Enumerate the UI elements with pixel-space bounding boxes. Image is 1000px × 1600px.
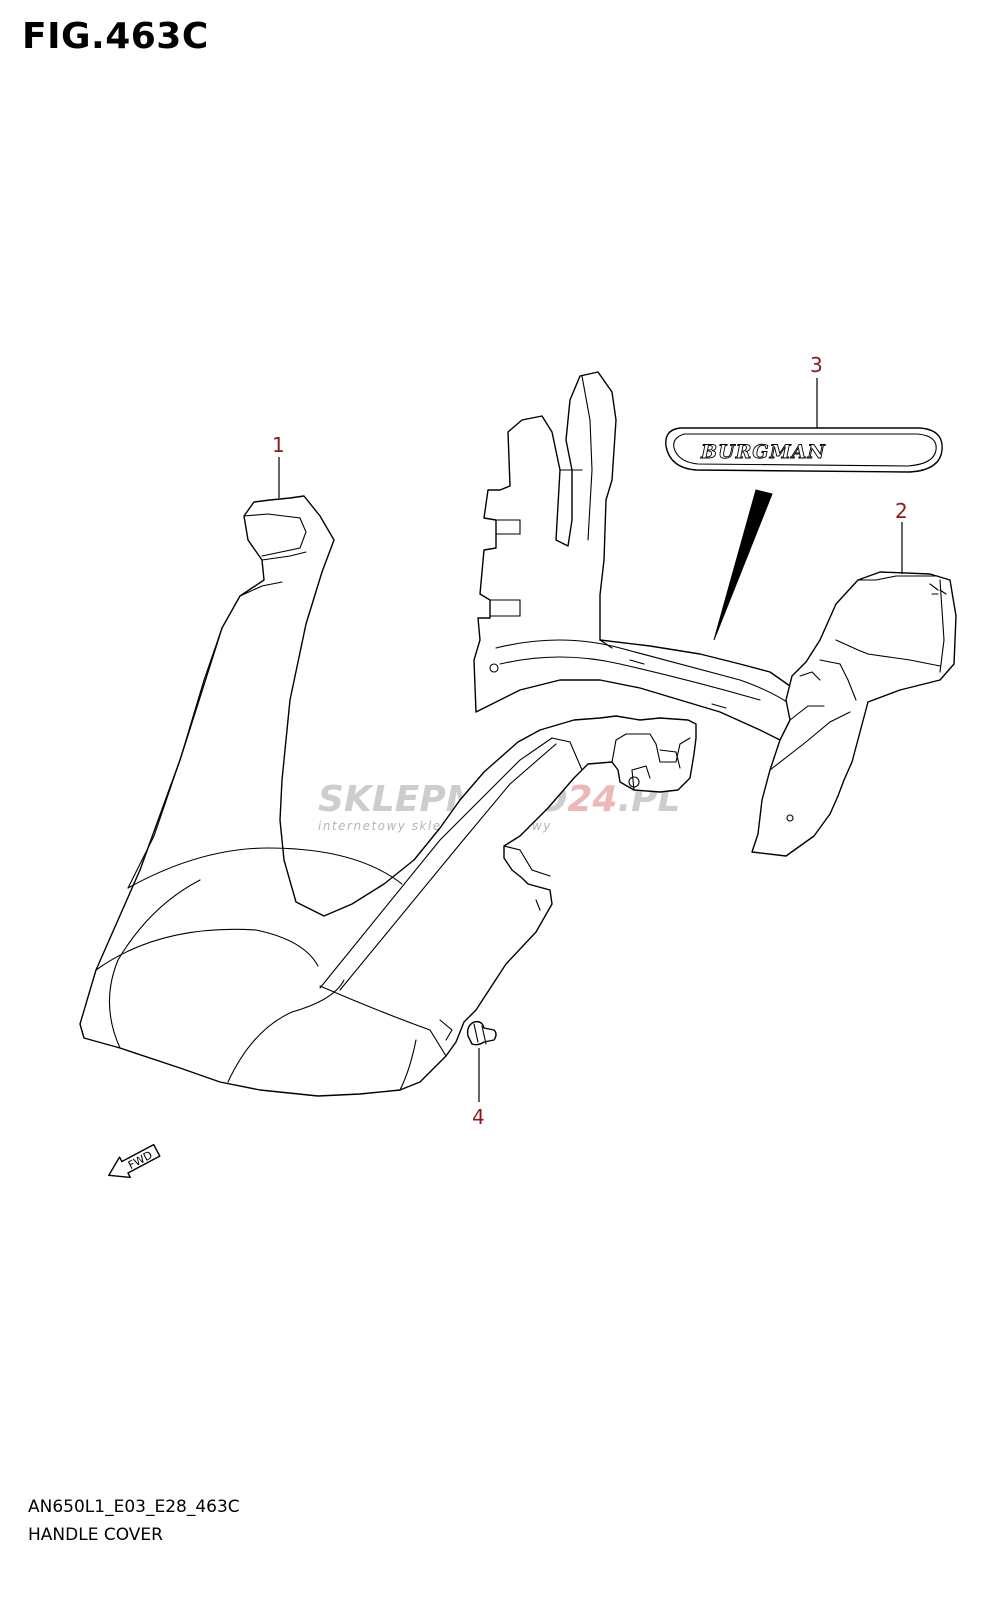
fwd-label: FWD: [126, 1148, 155, 1172]
figure-title: FIG.463C: [22, 16, 209, 57]
part-3-burgman-emblem[interactable]: BURGMAN: [665, 427, 943, 473]
placement-indicator: [713, 489, 773, 641]
emblem-text: BURGMAN: [700, 441, 826, 463]
watermark-accent: 24: [567, 779, 617, 820]
part-2-rear-handle-cover[interactable]: [473, 371, 957, 857]
figure-code: AN650L1_E03_E28_463C: [28, 1497, 240, 1517]
part-1-front-handle-cover[interactable]: [79, 495, 697, 1097]
callout-2: 2: [895, 499, 908, 523]
fwd-direction-marker: FWD: [108, 1143, 161, 1179]
figure-name: HANDLE COVER: [28, 1525, 163, 1545]
part-4-clip[interactable]: [466, 1020, 497, 1046]
callout-4: 4: [472, 1105, 485, 1129]
callout-3: 3: [810, 353, 823, 377]
callout-1: 1: [272, 433, 285, 457]
